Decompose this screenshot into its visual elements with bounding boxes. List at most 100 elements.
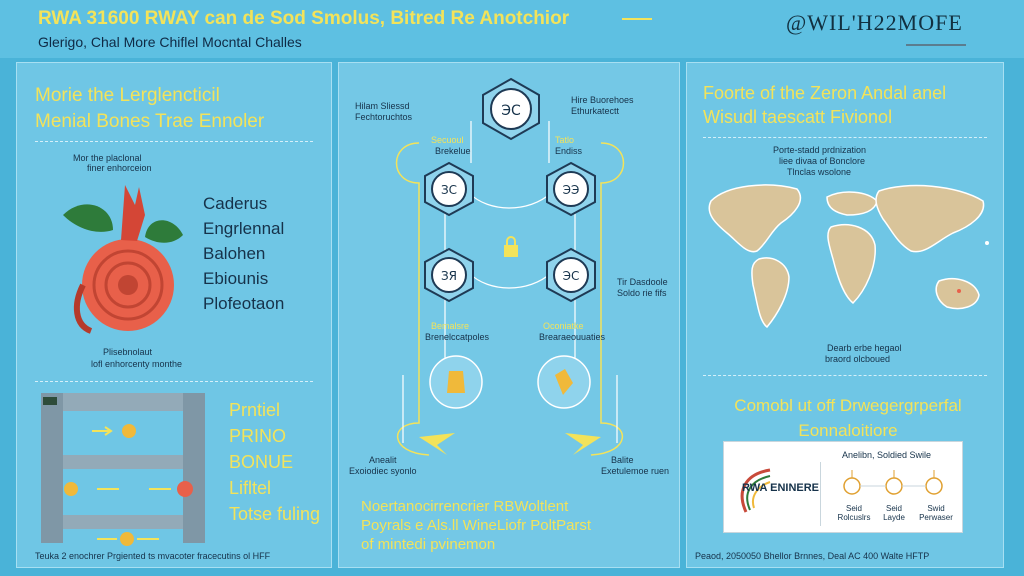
hand-coin-icon: [555, 369, 573, 395]
coin-icon: [64, 482, 78, 496]
rose-caption-2: finer enhorceion: [87, 163, 152, 173]
coin-icon: [122, 424, 136, 438]
swoosh-icon: [740, 468, 771, 513]
right-subtitle-line-1: Comobl ut off Drwegergrperfal: [734, 396, 962, 415]
left-list: Caderus Engrlennal Balohen Ebiounis Plof…: [203, 191, 284, 316]
bridge-diagram: [41, 393, 205, 546]
mid-label: Brearaeouuaties: [539, 332, 606, 342]
leaf-icon: [63, 204, 113, 232]
mid-label: Exetulemoe ruen: [601, 466, 670, 476]
world-map: [708, 184, 989, 329]
brand-card: RWA ENINERE Anelibn, Soldied Swile Seid …: [723, 441, 963, 533]
left-title-line-1: Morie the Lerglencticil: [35, 85, 220, 106]
north-america-shape: [708, 184, 802, 253]
node-icon: [925, 477, 943, 495]
hex-node-low-right: ЭС: [546, 247, 596, 303]
mid-bottom-text: Noertanocirrencrier RBWoltlent Poyrals e…: [361, 497, 591, 554]
europe-shape: [826, 191, 878, 216]
left-list-2-item: BONUE: [229, 452, 294, 472]
bolt-icon: [565, 433, 601, 455]
right-panel: Foorte of the Zeron Andal anel Wisudl ta…: [686, 62, 1004, 568]
map-caption: liee divaa of Bonclore: [779, 156, 866, 166]
mid-label: Hire Buorehoes: [571, 95, 634, 105]
mid-label: Tatlo: [555, 135, 575, 145]
mid-bottom-line-1: Noertanocirrencrier RBWoltlent: [361, 498, 569, 515]
lock-icon: [504, 236, 518, 257]
brand-logo: @WIL'H22MOFE: [786, 10, 963, 35]
right-subtitle: Comobl ut off Drwegergrperfal Eonnaloiti…: [703, 393, 993, 443]
right-subtitle-line-2: Eonnaloitiore: [798, 421, 898, 440]
left-footer: Teuka 2 enochrer Prgiented ts mvacoter f…: [35, 551, 271, 561]
logo-underline: [906, 44, 966, 46]
coin-icon: [120, 532, 134, 546]
coin-icon: [177, 481, 193, 497]
leaf-icon: [145, 220, 183, 243]
rose-footer-1: Plisebnolaut: [103, 347, 153, 357]
map-caption: Tlnclas wsolone: [787, 167, 852, 177]
mid-label: Balite: [611, 455, 634, 465]
bolt-icon: [419, 433, 455, 455]
right-footer: Peaod, 2050050 Bhellor Brnnes, Deal AC 4…: [695, 551, 930, 561]
left-list-2: Prntiel PRINO BONUE Lifltel Totse fuling: [229, 397, 320, 527]
mid-bottom-line-3: of mintedi pvinemon: [361, 536, 496, 553]
left-list-item: Ebiounis: [203, 269, 269, 288]
mid-label: Oconiatke: [543, 321, 584, 331]
right-title-line-1: Foorte of the Zeron Andal anel: [703, 83, 947, 103]
left-title-line-2: Menial Bones Trae Ennoler: [35, 111, 265, 132]
node-icon: [885, 477, 903, 495]
left-panel: Morie the Lerglencticil Menial Bones Tra…: [16, 62, 332, 568]
node-icon: [843, 477, 861, 495]
svg-text:ЗЯ: ЗЯ: [441, 269, 457, 283]
svg-text:ЗС: ЗС: [441, 183, 457, 197]
mid-label: Ethurkatectt: [571, 106, 620, 116]
mid-label: Hilam Sliessd: [355, 101, 410, 111]
right-panel-title: Foorte of the Zeron Andal anel Wisudl ta…: [703, 81, 946, 129]
mid-label: Anealit: [369, 455, 397, 465]
hex-node-mid-right: ЭЭ: [546, 161, 596, 217]
africa-shape: [827, 224, 876, 305]
map-caption: Porte-stadd prdnization: [773, 145, 867, 155]
hex-node-mid-left: ЗС: [424, 161, 474, 217]
australia-shape: [935, 277, 980, 310]
title-underline: [622, 18, 652, 20]
mid-label: Secuoul: [431, 135, 464, 145]
left-list-2-item: PRINO: [229, 426, 287, 446]
mid-label: Brenelccatpoles: [425, 332, 490, 342]
page-subtitle: Glerigo, Chal More Chiflel Mocntal Chall…: [38, 34, 302, 50]
card-column: Swid Perwaser: [919, 504, 953, 522]
card-brand-name: RWA ENINERE: [742, 482, 820, 494]
coin-node-right: [537, 355, 591, 409]
card-column: Seid Layde: [883, 504, 905, 522]
left-list-item: Engrlennal: [203, 219, 285, 238]
svg-text:ЭС: ЭС: [563, 269, 580, 283]
mid-label: Tir Dasdoole: [617, 277, 668, 287]
hex-node-top: ЭС: [482, 77, 540, 141]
mid-label: Endiss: [555, 146, 583, 156]
middle-panel: ЭС ЗС ЭЭ ЗЯ ЭС Hilam Sliessd F: [338, 62, 680, 568]
mid-bottom-line-2: Poyrals e Als.ll WineLiofr PoltParst: [361, 517, 592, 534]
asia-shape: [875, 184, 985, 253]
left-list-2-item: Prntiel: [229, 400, 281, 420]
left-list-2-item: Lifltel: [229, 478, 272, 498]
left-list-2-item: Totse fuling: [229, 504, 321, 524]
divider: [703, 375, 987, 376]
card-heading: Anelibn, Soldied Swile: [842, 450, 932, 460]
map-bottom-caption: Dearb erbe hegaol: [827, 343, 902, 353]
svg-text:ЭС: ЭС: [501, 103, 521, 119]
card-flow-icons: [843, 470, 943, 495]
hex-node-low-left: ЗЯ: [424, 247, 474, 303]
header-bar: RWA 31600 RWAY can de Sod Smolus, Bitred…: [0, 0, 1024, 58]
divider: [35, 141, 313, 142]
right-title-line-2: Wisudl taescatt Fivionol: [703, 107, 893, 127]
page-title: RWA 31600 RWAY can de Sod Smolus, Bitred…: [38, 8, 570, 29]
map-bottom-caption: braord olcboued: [825, 354, 891, 364]
rose-illustration: [63, 185, 183, 334]
coin-node-left: [429, 355, 483, 409]
divider: [35, 381, 313, 382]
mid-label: Exoiodiec syonlo: [349, 466, 417, 476]
left-list-item: Plofeotaon: [203, 294, 285, 313]
mid-label: Soldo rie fifs: [617, 288, 667, 298]
svg-text:ЭЭ: ЭЭ: [563, 183, 580, 197]
mid-label: Bemalsre: [431, 321, 470, 331]
divider: [703, 137, 987, 138]
